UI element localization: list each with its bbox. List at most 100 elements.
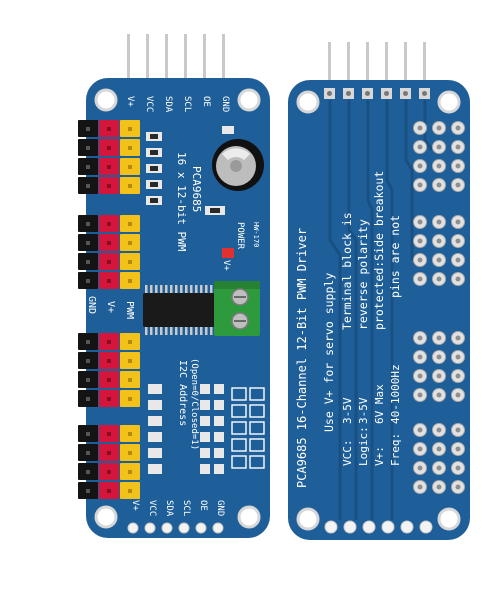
solder-core (455, 125, 461, 131)
addr-box (231, 438, 247, 452)
header-hole (128, 241, 132, 245)
solder-core (455, 182, 461, 188)
solder-core (455, 335, 461, 341)
header-hole (128, 378, 132, 382)
solder-core (417, 427, 423, 433)
header-hole (86, 222, 90, 226)
mounting-hole (94, 88, 118, 112)
spec-label: V+: (373, 446, 386, 466)
ic-leg (155, 285, 158, 294)
ic-leg (170, 326, 173, 335)
model-label: HW-170 (252, 222, 260, 247)
smd-body (210, 208, 220, 213)
header-hole (86, 378, 90, 382)
ic-leg (165, 285, 168, 294)
header-hole (86, 260, 90, 264)
ic-leg (180, 326, 183, 335)
addr-box (249, 404, 265, 418)
header-pin (423, 42, 426, 88)
addr-pad (148, 432, 162, 442)
header-hole (128, 489, 132, 493)
solder-core (436, 182, 442, 188)
ic-leg (185, 326, 188, 335)
trace (347, 100, 358, 520)
solder-core (455, 257, 461, 263)
header-hole (86, 184, 90, 188)
addr-pad (200, 400, 210, 410)
mounting-hole (296, 507, 320, 531)
addr-pad (214, 384, 224, 394)
header-hole (86, 397, 90, 401)
addr-box (249, 387, 265, 401)
spec-label: VCC: (341, 440, 354, 467)
header-hole (86, 340, 90, 344)
group-label-gnd: GND (86, 296, 97, 314)
header-hole (86, 127, 90, 131)
addr-pad (200, 384, 210, 394)
addr-box (231, 387, 247, 401)
bottom-pad (127, 522, 139, 534)
solder-core (436, 238, 442, 244)
header-hole (86, 451, 90, 455)
header-hole (107, 451, 111, 455)
header-hole (128, 184, 132, 188)
header-hole (107, 470, 111, 474)
pin-label: OE (198, 500, 208, 511)
solder-core (417, 465, 423, 471)
addr-pad (214, 464, 224, 474)
pin-label: V+ (125, 96, 135, 107)
header-pin (203, 34, 206, 86)
front-top-pin-labels: V+ VCC SDA SCL OE GND (125, 96, 230, 113)
address-jumper-pads (148, 384, 265, 474)
ic-leg (160, 326, 163, 335)
smd-body (150, 166, 158, 171)
bottom-pad (324, 520, 338, 534)
header-pin (184, 34, 187, 86)
header-hole (107, 222, 111, 226)
ic-leg (195, 285, 198, 294)
addr-pad (214, 400, 224, 410)
solder-core (455, 484, 461, 490)
addr-pad (148, 416, 162, 426)
header-pin (328, 42, 331, 88)
header-hole (86, 146, 90, 150)
solder-core (436, 465, 442, 471)
addr-pad (148, 400, 162, 410)
solder-core (455, 238, 461, 244)
header-hole (86, 279, 90, 283)
bottom-pad (362, 520, 376, 534)
solder-core (455, 144, 461, 150)
header-hole (128, 451, 132, 455)
header-hole (128, 165, 132, 169)
ic-leg (145, 285, 148, 294)
addr-pad (200, 432, 210, 442)
header-pin (222, 34, 225, 86)
back-solder-joints (413, 121, 465, 494)
bottom-pad (419, 520, 433, 534)
solder-core (436, 125, 442, 131)
header-hole (128, 340, 132, 344)
header-hole (107, 397, 111, 401)
ic-leg (200, 285, 203, 294)
addr-pad (200, 416, 210, 426)
pin-label: SCL (181, 500, 191, 516)
solder-core (417, 163, 423, 169)
back-top-pin-header (328, 42, 426, 88)
smd-body (150, 150, 158, 155)
solder-core (455, 465, 461, 471)
header-hole (128, 432, 132, 436)
solder-core (436, 354, 442, 360)
pin-label: GND (215, 500, 225, 516)
smd-components-top (146, 126, 234, 258)
ic-leg (155, 326, 158, 335)
back-line: pins are not (388, 215, 402, 298)
header-hole (128, 359, 132, 363)
solder-core (455, 446, 461, 452)
back-top-vias (324, 88, 430, 99)
power-label: POWER (235, 222, 245, 250)
address-title: I2C Address (177, 360, 188, 426)
addr-pad (214, 448, 224, 458)
addr-pad (148, 384, 162, 394)
header-hole (86, 489, 90, 493)
solder-core (436, 392, 442, 398)
